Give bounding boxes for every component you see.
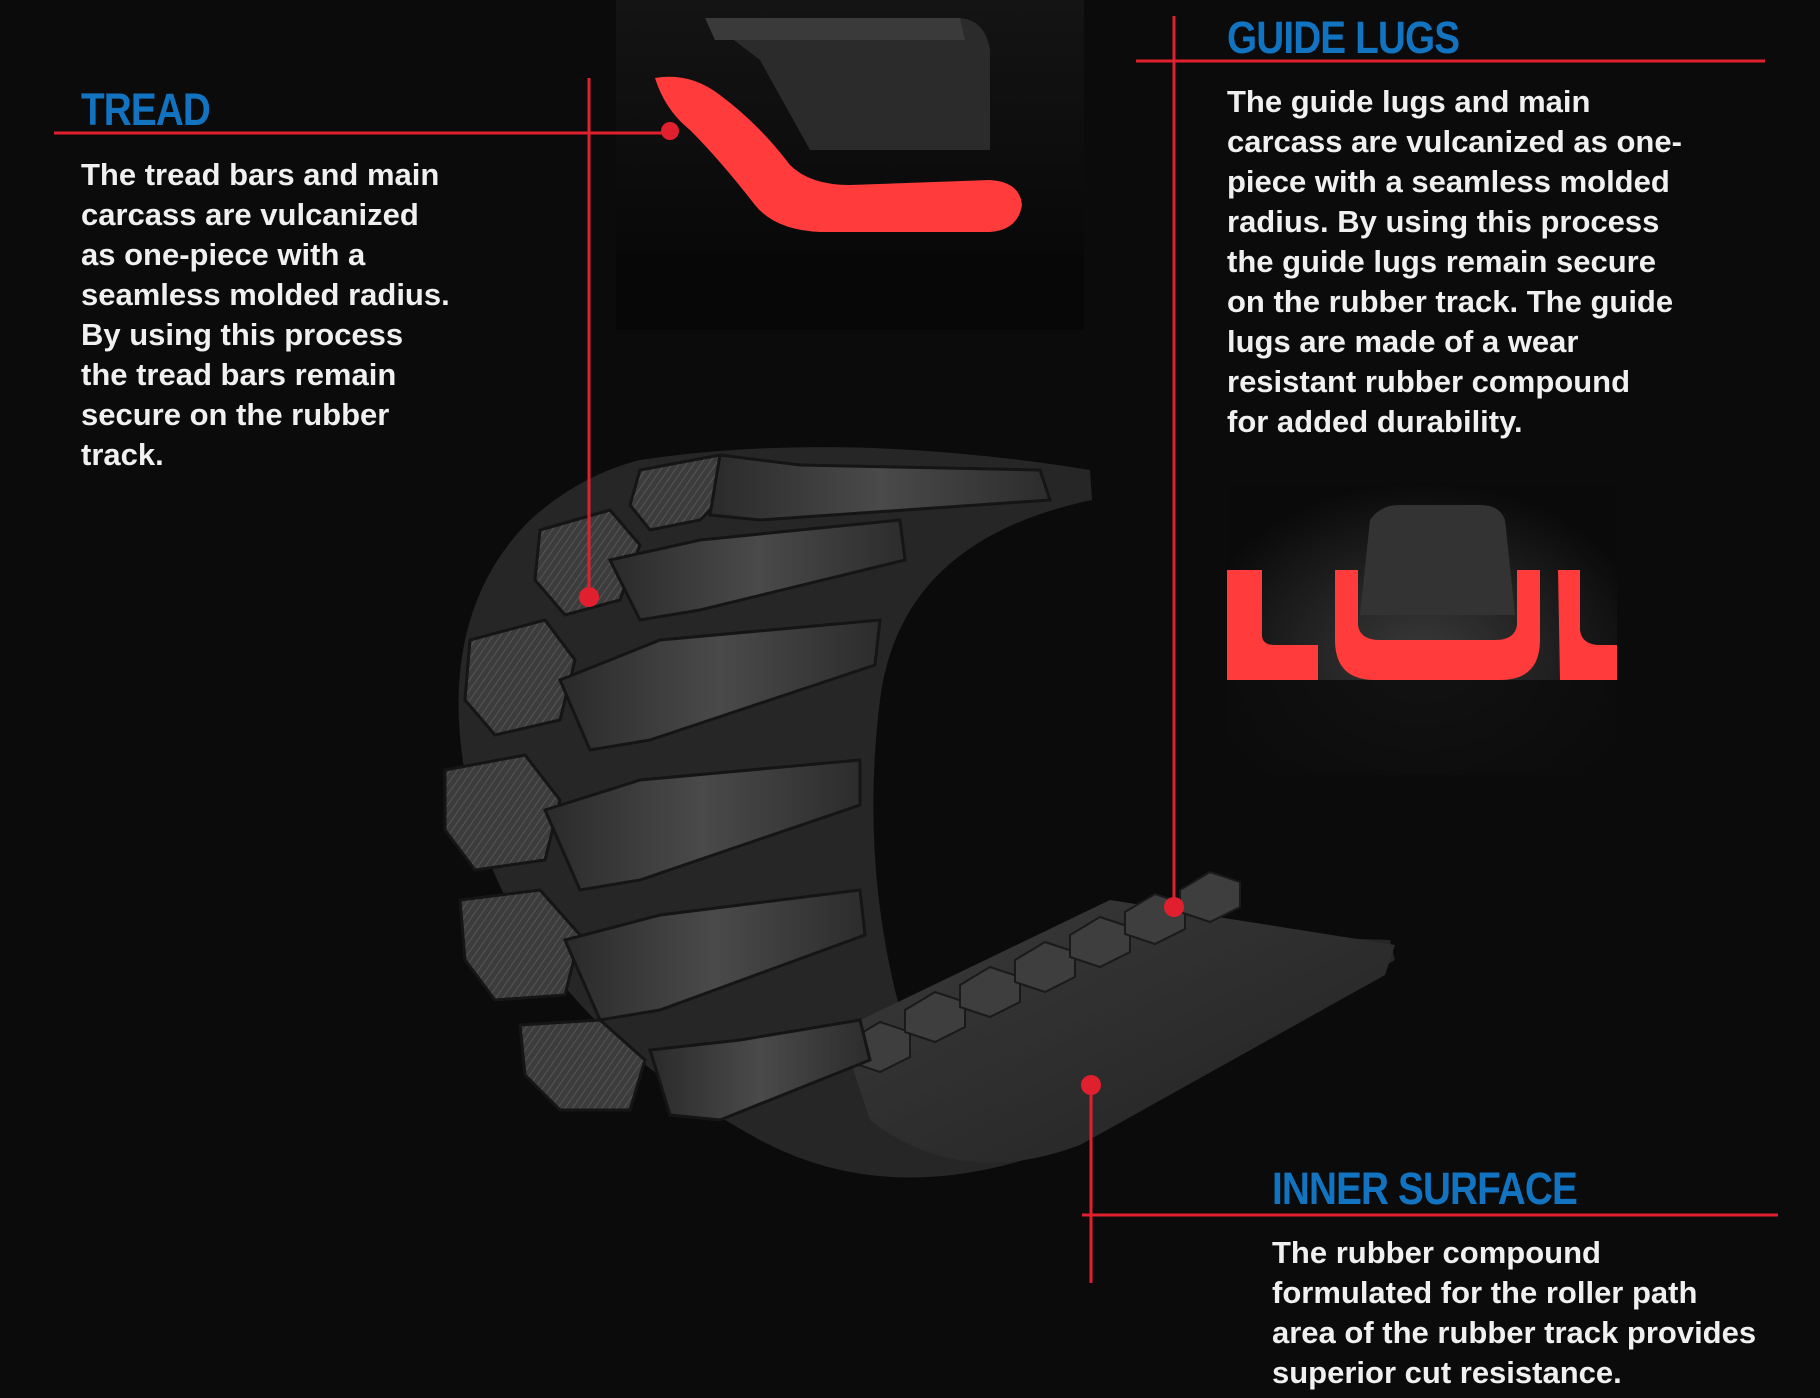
- guide-lugs-heading: GUIDE LUGS: [1227, 12, 1460, 63]
- rubber-track-image: [443, 447, 1396, 1178]
- tread-track-marker: [579, 587, 599, 607]
- guide-lugs-marker: [1164, 897, 1184, 917]
- tread-heading: TREAD: [81, 84, 211, 135]
- inner-surface-leader-line: [1082, 1085, 1778, 1283]
- guide-lugs-description: The guide lugs and main carcass are vulc…: [1227, 84, 1682, 439]
- tread-inset-image: [616, 0, 1084, 330]
- tread-description: The tread bars and main carcass are vulc…: [81, 157, 450, 472]
- inner-surface-marker: [1081, 1075, 1101, 1095]
- inner-surface-heading: INNER SURFACE: [1272, 1163, 1578, 1214]
- tread-leader-line: [54, 78, 670, 597]
- guide-lugs-leader-line: [1136, 16, 1765, 907]
- guide-lugs-inset-image: [1227, 483, 1617, 775]
- inner-surface-description: The rubber compound formulated for the r…: [1272, 1235, 1757, 1390]
- tread-highlight: [655, 76, 1022, 232]
- tread-marker: [661, 122, 679, 140]
